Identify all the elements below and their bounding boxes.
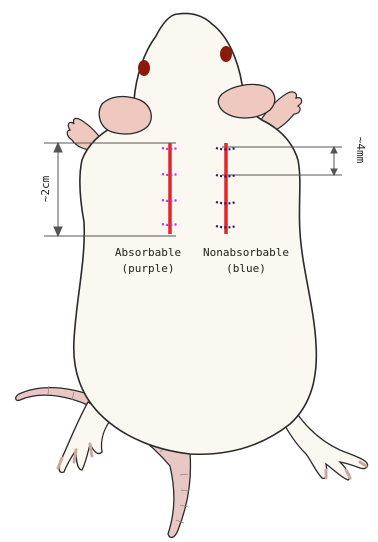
rat-body xyxy=(74,13,317,454)
absorbable-label: Absorbable xyxy=(115,246,181,259)
nonabsorbable-color-label: (blue) xyxy=(226,262,266,275)
absorbable-color-label: (purple) xyxy=(122,262,175,275)
nonabsorbable-label: Nonabsorbable xyxy=(203,246,289,259)
left-ear xyxy=(99,97,151,134)
spacing-label: ~4mm xyxy=(354,137,367,164)
spacing-arrow xyxy=(331,147,337,175)
left-eye xyxy=(138,60,150,76)
right-eye xyxy=(220,46,232,62)
length-arrow xyxy=(54,143,62,236)
length-label: ~2cm xyxy=(39,175,52,202)
